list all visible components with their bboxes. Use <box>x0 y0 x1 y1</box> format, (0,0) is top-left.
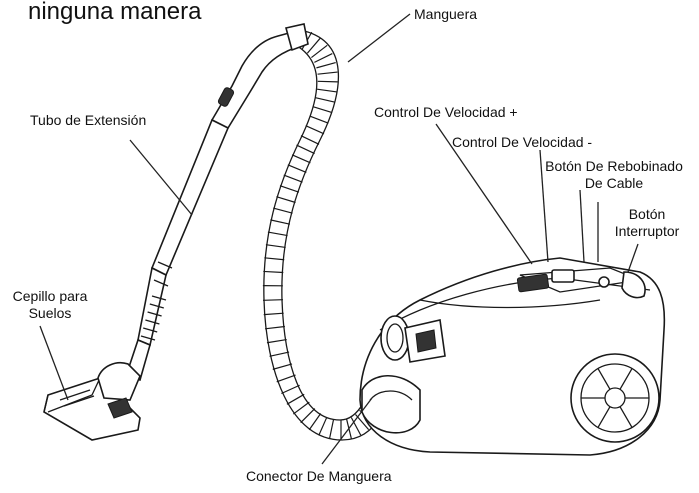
cable-rewind-button-icon <box>598 276 610 288</box>
tube-rib <box>143 327 158 333</box>
tube-rib <box>149 303 164 309</box>
rear-wheel <box>570 353 660 443</box>
wheel-spoke <box>619 406 633 428</box>
hose-ring <box>263 270 284 274</box>
hose-ring <box>265 244 286 249</box>
hose-ring <box>266 338 287 344</box>
wheel-spoke <box>597 406 611 428</box>
hose-ring <box>291 154 311 164</box>
leader-lines <box>39 13 639 465</box>
hose-ring <box>270 219 291 225</box>
hose-ring <box>317 80 338 83</box>
label-cepillo-suelos-line2: Suelos <box>28 305 72 321</box>
label-cepillo-suelos-line1: Cepillo para <box>12 288 88 304</box>
hose-ring <box>350 417 362 436</box>
hose-ring <box>263 312 284 316</box>
hose-ring <box>306 37 321 54</box>
hose-ring <box>300 135 320 145</box>
label-manguera: Manguera <box>414 6 478 22</box>
hose-ring <box>318 416 328 436</box>
power-button-icon <box>621 271 646 299</box>
speed-control-minus-icon <box>551 269 575 283</box>
hose-ring <box>287 164 307 173</box>
hose <box>262 27 403 441</box>
hose-ring <box>272 363 293 370</box>
tube-rib <box>147 311 162 317</box>
extension-tube <box>124 118 230 381</box>
hose-ring <box>305 125 325 135</box>
hose-ring <box>276 196 296 204</box>
floor-brush <box>43 362 141 441</box>
label-boton-rebobinado-line2: De Cable <box>584 175 644 191</box>
label-boton-rebobinado: Botón De Rebobinado De Cable <box>534 158 694 192</box>
tube-rib <box>140 335 156 341</box>
hose-ring <box>273 207 293 214</box>
hose-ring <box>279 185 300 193</box>
suction-slider-icon <box>217 87 235 107</box>
hose-ring <box>317 71 338 75</box>
hose-ring <box>269 351 290 357</box>
hose-ring <box>311 44 328 59</box>
hose-ring <box>317 88 337 93</box>
hose-ring <box>309 115 329 124</box>
hose-ring <box>262 299 284 301</box>
hose-ring <box>300 408 316 424</box>
hose-ring <box>328 419 335 439</box>
hose-ring <box>283 174 303 183</box>
hose-ring <box>315 97 336 103</box>
label-tubo-extension: Tubo de Extensión <box>30 112 147 128</box>
label-control-velocidad-minus: Control De Velocidad - <box>452 134 593 150</box>
vacuum-body <box>359 257 666 456</box>
label-conector-manguera: Conector De Manguera <box>246 468 392 484</box>
hose-ring <box>267 231 288 237</box>
label-boton-interruptor: Botón Interruptor <box>604 206 690 240</box>
label-boton-interruptor-line1: Botón <box>628 206 666 222</box>
wheel-spoke <box>619 368 633 390</box>
label-boton-rebobinado-line1: Botón De Rebobinado <box>545 158 683 174</box>
hose-ring <box>264 325 285 330</box>
tube-rib <box>151 295 167 301</box>
speed-control-plus-icon <box>516 273 550 293</box>
hose-ring <box>296 144 315 155</box>
hose-ring <box>292 401 310 415</box>
wheel-spoke <box>597 368 611 390</box>
label-control-velocidad-plus: Control De Velocidad + <box>374 104 518 120</box>
tube-rib <box>145 319 160 325</box>
hose-ring <box>281 384 300 395</box>
page-heading: ninguna manera <box>28 0 202 25</box>
hose-ring <box>264 257 285 261</box>
hose-ring <box>312 106 333 114</box>
hose-handle <box>210 23 309 130</box>
hose-ring <box>276 374 296 383</box>
hose-ring <box>308 413 322 431</box>
hose-ring <box>286 393 305 405</box>
label-boton-interruptor-line2: Interruptor <box>614 223 680 239</box>
hose-ring <box>316 62 336 69</box>
hose-ring <box>314 53 333 63</box>
label-cepillo-suelos: Cepillo para Suelos <box>2 288 98 322</box>
